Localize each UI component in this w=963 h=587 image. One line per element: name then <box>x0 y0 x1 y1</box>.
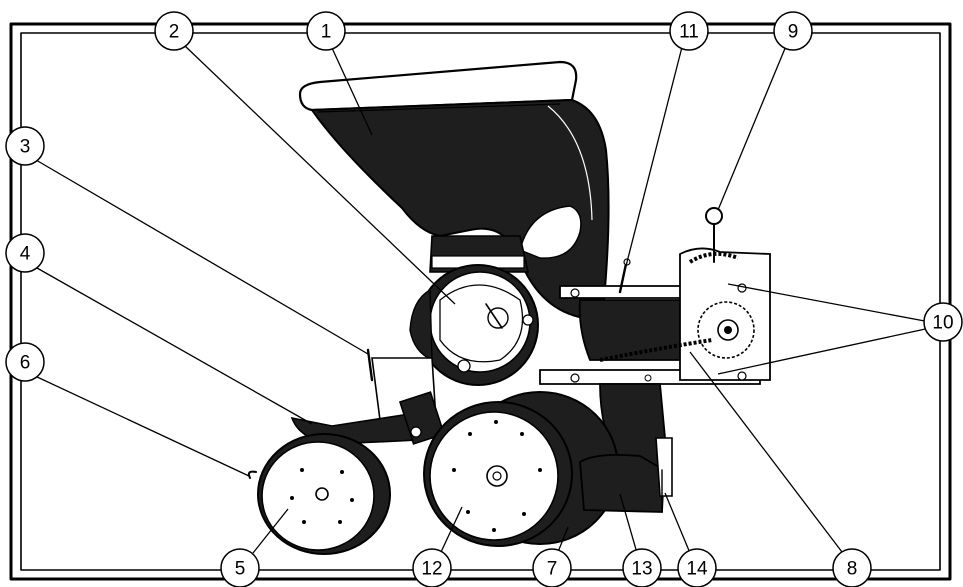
leader-line <box>619 493 638 554</box>
leader-line <box>727 283 931 323</box>
callout-14: 14 <box>677 548 717 587</box>
svg-text:10: 10 <box>932 313 953 334</box>
callout-11: 11 <box>669 11 709 51</box>
svg-text:7: 7 <box>547 559 558 580</box>
callouts: 1 2 3 4 5 6 7 8 <box>5 11 963 587</box>
leader-line <box>34 375 250 477</box>
drive-assembly <box>599 207 771 381</box>
callout-13: 13 <box>622 548 662 587</box>
callout-1: 1 <box>306 11 346 51</box>
callout-3: 3 <box>5 126 45 166</box>
callout-5: 5 <box>220 548 260 587</box>
leader-line <box>717 327 931 375</box>
callout-6: 6 <box>5 342 45 382</box>
leader-line <box>331 47 373 136</box>
svg-text:11: 11 <box>679 22 699 43</box>
svg-text:13: 13 <box>631 559 652 580</box>
leader-line <box>35 159 369 355</box>
svg-text:12: 12 <box>421 559 442 580</box>
seed-meter <box>409 264 539 386</box>
callout-8: 8 <box>832 548 872 587</box>
closing-wheel <box>247 433 391 555</box>
callout-12: 12 <box>412 548 452 587</box>
callout-7: 7 <box>532 548 572 587</box>
svg-text:4: 4 <box>20 244 31 265</box>
leader-line <box>183 44 456 305</box>
callout-9: 9 <box>773 11 813 51</box>
leader-line <box>689 351 843 553</box>
row-unit-illustration <box>247 60 771 555</box>
seed-tube-guard <box>579 437 673 513</box>
svg-text:8: 8 <box>847 559 858 580</box>
leader-line <box>717 45 787 211</box>
diagram-frame <box>9 22 952 581</box>
leader-line <box>625 46 683 267</box>
svg-text:9: 9 <box>788 22 799 43</box>
svg-text:1: 1 <box>321 22 332 43</box>
depth-adjustment <box>290 391 446 445</box>
row-unit-frame <box>366 285 761 471</box>
svg-text:5: 5 <box>235 559 246 580</box>
callout-2: 2 <box>154 11 194 51</box>
leader-lines <box>34 44 931 554</box>
svg-text:3: 3 <box>20 137 31 158</box>
leader-line <box>36 267 313 425</box>
leader-line <box>557 526 569 553</box>
svg-text:6: 6 <box>20 353 31 374</box>
seed-hopper <box>298 60 610 320</box>
callout-10: 10 <box>923 302 963 342</box>
svg-text:2: 2 <box>169 22 180 43</box>
svg-text:14: 14 <box>686 559 708 580</box>
callout-4: 4 <box>5 233 45 273</box>
leader-line <box>440 506 463 553</box>
leader-line <box>252 508 289 554</box>
leader-line <box>664 492 691 554</box>
